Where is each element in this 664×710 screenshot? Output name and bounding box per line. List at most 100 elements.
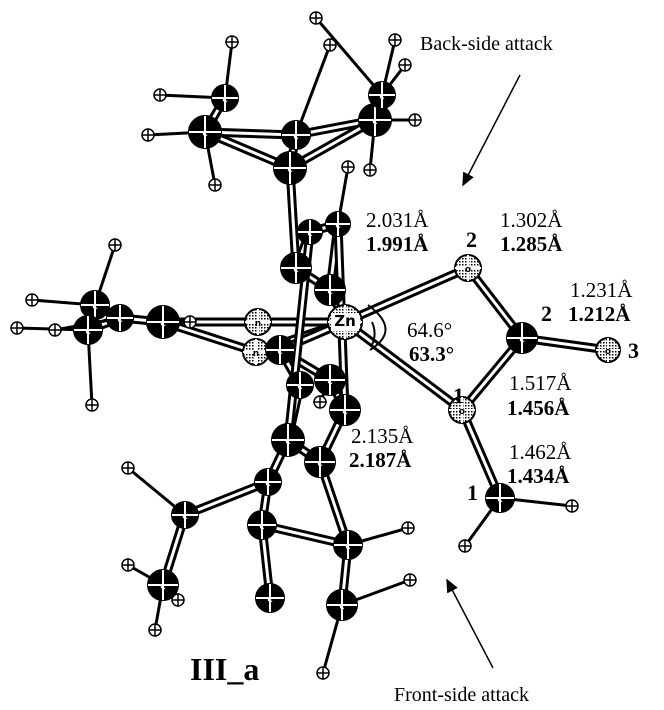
structure-title: III_a [190, 651, 259, 687]
atom-t3: c [188, 115, 222, 149]
atom-zn: Zn [327, 304, 363, 340]
atom-symbol: Zn [334, 312, 356, 330]
hydrogen-atom [85, 398, 99, 412]
atom-symbol: c [117, 315, 122, 325]
bond-highlight [184, 480, 269, 517]
hydrogen-atom [121, 558, 135, 572]
atom-symbol: c [160, 582, 165, 592]
front-side-arrow [446, 578, 494, 669]
bond-highlight [344, 266, 469, 324]
atom-l2: c [106, 304, 134, 332]
bond-h [314, 17, 384, 96]
hydrogen-atom [316, 666, 330, 680]
bond-h [294, 44, 332, 136]
hydrogen-atom [408, 113, 422, 127]
atom-symbol: c [92, 302, 97, 312]
zn-o1-calc1: 2.135Å [351, 424, 414, 448]
hydrogen-atom [10, 321, 24, 335]
atom-symbol: c [287, 165, 292, 175]
c2-o3-calc2: 1.212Å [568, 302, 631, 326]
atom-symbol: c [327, 287, 332, 297]
atom-symbol: c [339, 602, 344, 612]
atom-symbol: o [605, 347, 611, 357]
hydrogen-atom [323, 38, 337, 52]
hydrogen-atom [225, 35, 239, 49]
atom-symbol: n [253, 349, 259, 359]
hydrogen-atom [458, 539, 472, 553]
atom-t2: c [281, 120, 311, 150]
hydrogen-atom [121, 461, 135, 475]
front-side-label: Front-side attack [394, 684, 529, 706]
zn-o2-calc2: 1.991Å [366, 232, 429, 256]
angle-calc1: 64.6° [407, 318, 452, 342]
atom-symbol: c [297, 382, 302, 392]
back-side-arrow [462, 74, 521, 187]
angle-arc [371, 321, 376, 346]
hydrogen-atom [171, 593, 185, 607]
angle-arc-outer [367, 304, 387, 351]
atom-symbol: c [327, 377, 332, 387]
hydrogen-atom [208, 178, 222, 192]
hydrogen-atom [309, 11, 323, 25]
atom-symbol: c [222, 95, 227, 105]
atom-b2: c [304, 446, 336, 478]
atom-b7: c [333, 530, 363, 560]
atom-o2: o [454, 254, 482, 282]
atom-r1: c [280, 252, 312, 284]
atom-symbol: c [372, 117, 377, 127]
atom-symbol: c [519, 335, 524, 345]
atom-t1: c [273, 151, 307, 185]
atom-symbol: c [202, 129, 207, 139]
atom-b6: c [247, 510, 277, 540]
atom-symbol: c [342, 407, 347, 417]
hydrogen-atom [25, 293, 39, 307]
c2-o1-calc2: 1.456Å [507, 396, 570, 420]
o2-number: 2 [466, 227, 477, 252]
o1-number: 1 [453, 383, 464, 408]
atom-symbol: c [335, 221, 340, 231]
zn-o1-calc2: 2.187Å [349, 448, 412, 472]
atom-symbol: c [267, 595, 272, 605]
atom-n2: n [242, 338, 270, 366]
atom-o1: o [448, 396, 476, 424]
c2-o3-calc1: 1.231Å [570, 278, 633, 302]
hydrogen-atom [313, 395, 327, 409]
atom-symbol: c [307, 229, 312, 239]
hydrogen-atom [565, 499, 579, 513]
zn-o2-calc1: 2.031Å [366, 208, 429, 232]
hydrogen-atom [108, 238, 122, 252]
hydrogen-atom [401, 521, 415, 535]
atom-b9: c [255, 583, 285, 613]
hydrogen-atom [153, 88, 167, 102]
hydrogen-atom [48, 323, 62, 337]
hydrogen-atom [141, 128, 155, 142]
atom-b8: c [326, 589, 358, 621]
c2-number: 2 [541, 301, 552, 326]
hydrogen-atom [388, 33, 402, 47]
atom-symbol: c [277, 347, 282, 357]
atom-r3: c [297, 219, 323, 245]
atom-symbol: o [459, 407, 465, 417]
atom-symbol: c [85, 327, 90, 337]
atom-r4: c [325, 211, 351, 237]
hydrogen-atom [341, 160, 355, 174]
o1-c1-calc1: 1.462Å [509, 440, 572, 464]
hydrogen-atom [183, 315, 197, 329]
bond-highlight [460, 409, 502, 499]
atom-l4: c [73, 315, 103, 345]
atom-r7: c [329, 394, 361, 426]
hydrogen-atom [148, 623, 162, 637]
atom-symbol: c [317, 459, 322, 469]
atom-b3: c [254, 468, 282, 496]
c1-number: 1 [467, 480, 478, 505]
o1-c1-calc2: 1.434Å [507, 464, 570, 488]
atom-symbol: c [293, 132, 298, 142]
atom-symbol: c [265, 479, 270, 489]
atom-symbol: c [259, 522, 264, 532]
atom-r2: c [314, 274, 346, 306]
o2-c2-calc1: 1.302Å [500, 208, 563, 232]
atom-b5: c [147, 569, 179, 601]
